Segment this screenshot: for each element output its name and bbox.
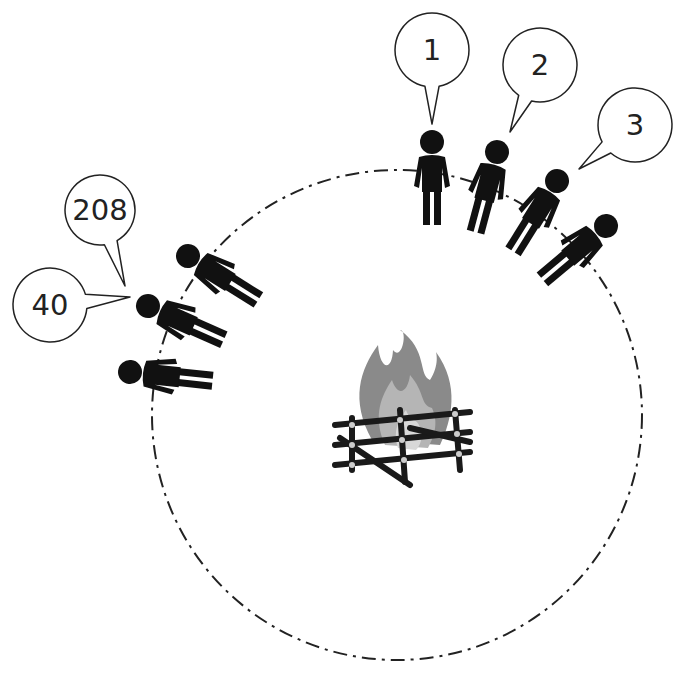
campfire: [335, 330, 470, 485]
callout-number: 3: [626, 108, 644, 142]
speech-bubble: 2: [503, 28, 577, 102]
callout-number: 208: [72, 193, 127, 227]
bubble-shape: [395, 13, 469, 124]
bubble-shape: [13, 268, 130, 342]
bubble-shape: [503, 28, 577, 132]
callout-number: 40: [32, 288, 69, 322]
dashed-circle: [152, 170, 642, 660]
callout-number: 2: [531, 48, 549, 82]
bubble-shape: [65, 175, 135, 286]
speech-bubble: 1: [395, 13, 469, 87]
bubble-shape: [579, 88, 672, 169]
speech-bubble: 40: [13, 268, 87, 342]
speech-bubble: 208: [65, 175, 135, 245]
callout-number: 1: [423, 33, 441, 67]
speech-bubble: 3: [598, 88, 672, 162]
